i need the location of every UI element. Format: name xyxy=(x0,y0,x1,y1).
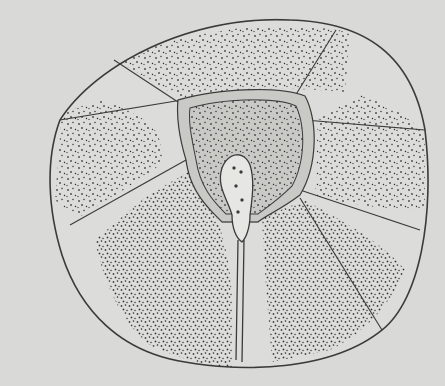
spot xyxy=(240,198,243,201)
spot xyxy=(232,166,235,169)
spot xyxy=(236,210,239,213)
spot xyxy=(239,170,242,173)
spot xyxy=(234,184,237,187)
